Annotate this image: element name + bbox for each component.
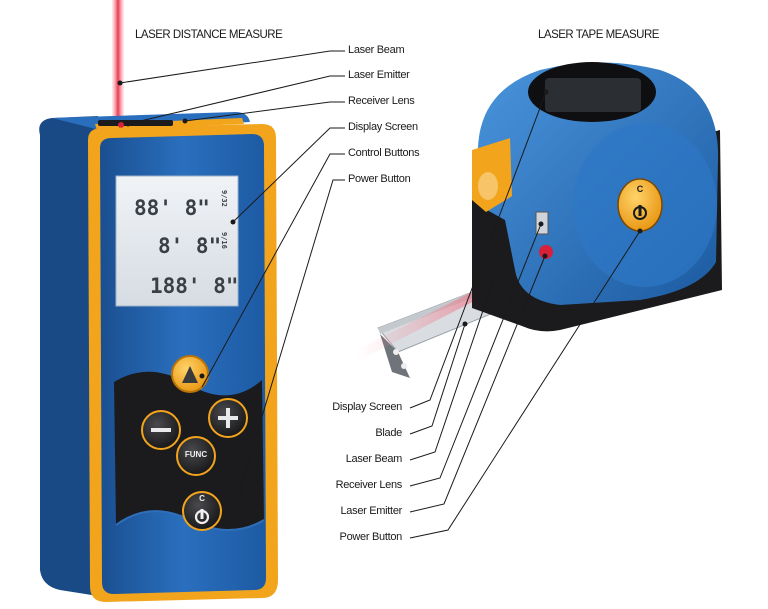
power-c-label: C bbox=[199, 494, 205, 503]
func-button[interactable] bbox=[176, 436, 216, 476]
right-device-title: LASER TAPE MEASURE bbox=[538, 29, 659, 41]
lcd-fraction-2: 9/16 bbox=[220, 232, 228, 249]
laser-beam bbox=[112, 0, 124, 125]
label-display-screen: Display Screen bbox=[332, 401, 402, 413]
label-laser-emitter: Laser Emitter bbox=[348, 69, 410, 81]
lcd-fraction-1: 9/32 bbox=[220, 190, 228, 207]
label-display-screen: Display Screen bbox=[348, 121, 418, 133]
leader-lines-right bbox=[409, 91, 641, 539]
lcd-line-3: 188' 8" bbox=[150, 274, 239, 298]
lcd-line-1: 88' 8" bbox=[134, 196, 210, 220]
leader-dots-right bbox=[462, 89, 643, 327]
func-label: FUNC bbox=[184, 450, 208, 459]
left-device-title: LASER DISTANCE MEASURE bbox=[135, 29, 283, 41]
tape-power-c-label: C bbox=[636, 184, 644, 194]
label-blade: Blade bbox=[375, 427, 402, 439]
up-arrow-icon bbox=[182, 366, 198, 383]
label-laser-beam: Laser Beam bbox=[348, 44, 405, 56]
minus-icon bbox=[151, 428, 171, 432]
label-receiver-lens: Receiver Lens bbox=[348, 95, 415, 107]
label-power-button: Power Button bbox=[348, 173, 411, 185]
label-control-buttons: Control Buttons bbox=[348, 147, 420, 159]
laser-emitter bbox=[539, 245, 553, 259]
label-laser-beam: Laser Beam bbox=[345, 453, 403, 465]
laser-distance-measure-device bbox=[39, 0, 278, 602]
label-power-button: Power Button bbox=[339, 531, 403, 543]
display-screen bbox=[115, 175, 239, 307]
leader-lines-left bbox=[119, 50, 345, 491]
label-receiver-lens: Receiver Lens bbox=[335, 479, 403, 491]
lcd-line-2: 8' 8" bbox=[158, 234, 222, 258]
label-laser-emitter: Laser Emitter bbox=[340, 505, 402, 517]
leader-dots-left bbox=[117, 80, 245, 493]
